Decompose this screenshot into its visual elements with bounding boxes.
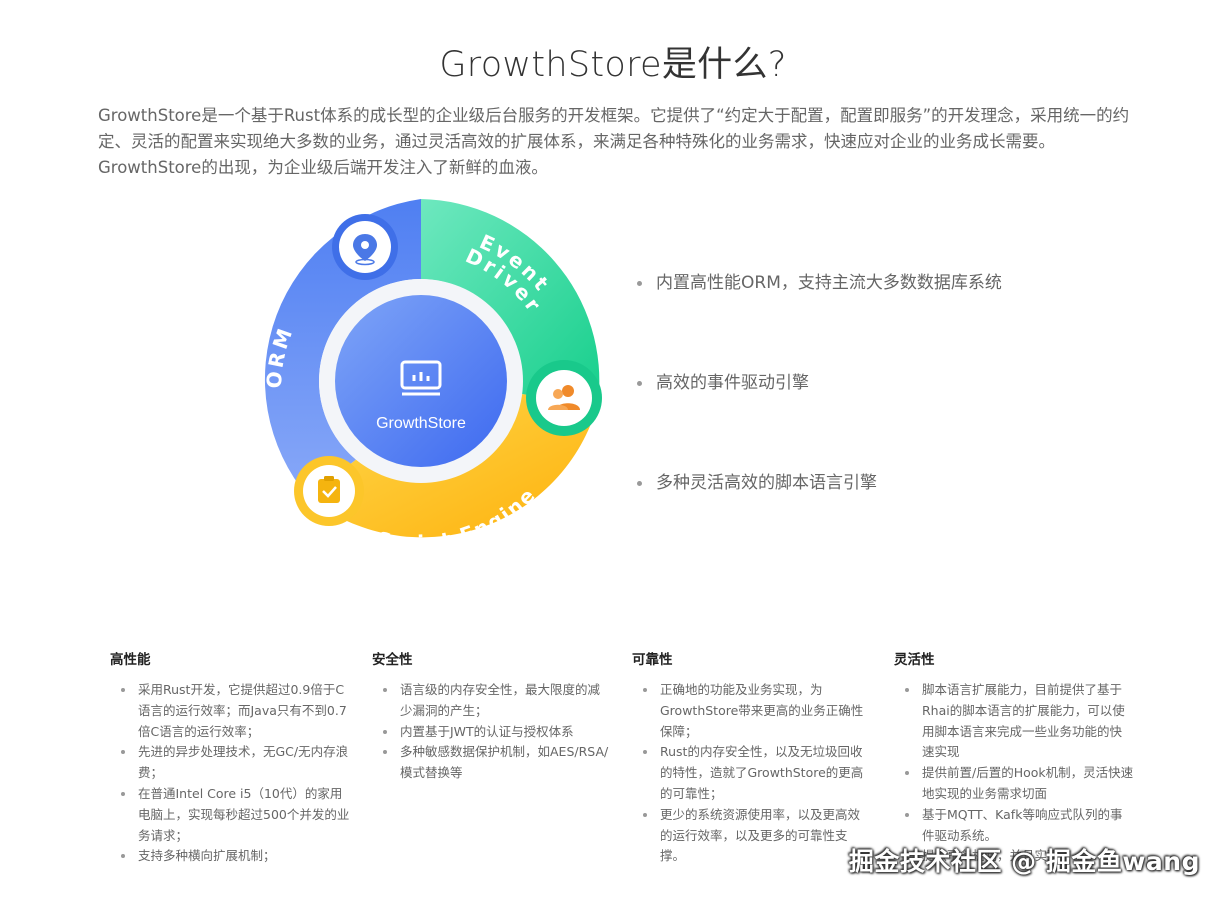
list-item: 基于MQTT、Kafk等响应式队列的事件驱动系统。	[894, 805, 1134, 847]
architecture-diagram: GrowthStore Event D	[238, 198, 604, 564]
column-reliability: 可靠性 正确地的功能及业务实现，为GrowthStore带来更高的业务正确性保障…	[632, 650, 872, 867]
map-pin-icon	[353, 234, 377, 266]
clipboard-check-icon	[318, 476, 340, 503]
list-item: 先进的异步处理技术，无GC/无内存浪费；	[110, 742, 350, 784]
list-item: 在普通Intel Core i5（10代）的家用电脑上，实现每秒超过500个并发…	[110, 784, 350, 846]
list-item: 内置基于JWT的认证与授权体系	[372, 722, 612, 743]
users-icon	[548, 385, 580, 410]
feature-item: 多种灵活高效的脚本语言引擎	[636, 468, 1196, 568]
list-item: 语言级的内存安全性，最大限度的减少漏洞的产生；	[372, 680, 612, 722]
feature-item: 内置高性能ORM，支持主流大多数数据库系统	[636, 268, 1196, 368]
watermark: 掘金技术社区 @ 掘金鱼wang	[848, 847, 1200, 876]
list-item: 脚本语言扩展能力，目前提供了基于Rhai的脚本语言的扩展能力，可以使用脚本语言来…	[894, 680, 1134, 763]
list-item: Rust的内存安全性，以及无垃圾回收的特性，造就了GrowthStore的更高的…	[632, 742, 872, 804]
list-item: 正确地的功能及业务实现，为GrowthStore带来更高的业务正确性保障；	[632, 680, 872, 742]
column-heading: 安全性	[372, 652, 413, 668]
center-label: GrowthStore	[376, 415, 466, 432]
column-flexibility: 灵活性 脚本语言扩展能力，目前提供了基于Rhai的脚本语言的扩展能力，可以使用脚…	[894, 650, 1134, 867]
event-driver-segment	[421, 199, 600, 403]
list-item: 支持多种横向扩展机制；	[110, 846, 350, 867]
page-title: GrowthStore是什么?	[439, 45, 787, 85]
column-heading: 灵活性	[894, 652, 935, 668]
script-engine-segment	[308, 394, 598, 538]
column-performance: 高性能 采用Rust开发，它提供超过0.9倍于C语言的运行效率；而Java只有不…	[110, 650, 350, 867]
dashboard-icon	[400, 360, 442, 396]
list-item: 采用Rust开发，它提供超过0.9倍于C语言的运行效率；而Java只有不到0.7…	[110, 680, 350, 742]
list-item: 提供事务机制，并且实现了……	[894, 846, 1134, 867]
intro-paragraph: GrowthStore是一个基于Rust体系的成长型的企业级后台服务的开发框架。…	[98, 106, 1130, 177]
feature-item: 高效的事件驱动引擎	[636, 368, 1196, 468]
column-heading: 可靠性	[632, 652, 673, 668]
list-item: 多种敏感数据保护机制，如AES/RSA/模式替换等	[372, 742, 612, 784]
column-heading: 高性能	[110, 652, 151, 668]
list-item: 提供前置/后置的Hook机制，灵活快速地实现的业务需求切面	[894, 763, 1134, 805]
list-item: 更少的系统资源使用率，以及更高效的运行效率，以及更多的可靠性支撑。	[632, 805, 872, 867]
column-security: 安全性 语言级的内存安全性，最大限度的减少漏洞的产生； 内置基于JWT的认证与授…	[372, 650, 612, 784]
feature-list: 内置高性能ORM，支持主流大多数数据库系统 高效的事件驱动引擎 多种灵活高效的脚…	[636, 268, 1196, 568]
ring-diagram: GrowthStore Event D	[262, 199, 602, 555]
